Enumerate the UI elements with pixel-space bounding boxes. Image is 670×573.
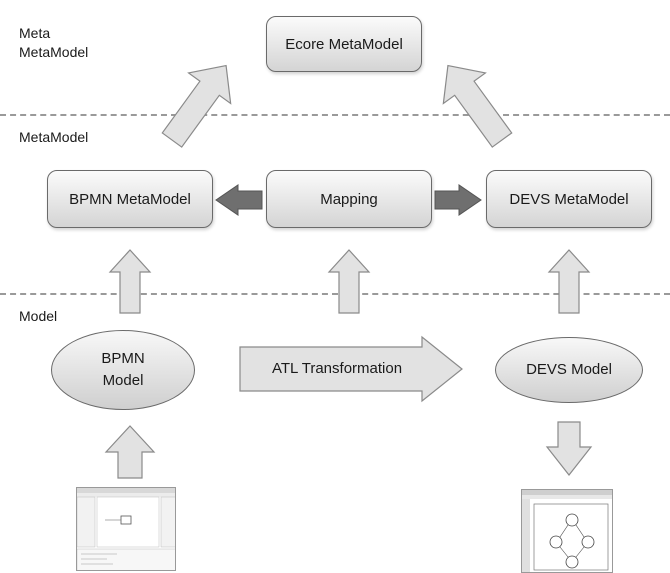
arrow-devs-to-ecore	[442, 64, 513, 148]
node-ecore-metamodel: Ecore MetaModel	[266, 16, 422, 72]
bpmn-editor-thumbnail	[76, 487, 176, 571]
atl-transformation-arrow	[239, 335, 463, 403]
atl-transformation-label: ATL Transformation	[272, 360, 403, 377]
node-devs-metamodel: DEVS MetaModel	[486, 170, 652, 228]
devs-editor-thumbnail	[521, 489, 613, 573]
layer-label-meta-metamodel: Meta MetaModel	[19, 24, 88, 62]
layer-separator-top	[0, 114, 670, 116]
devs-editor-thumbnail-drawing	[522, 490, 612, 572]
arrow-model-to-mapping	[327, 249, 371, 314]
layer-label-model: Model	[19, 308, 58, 324]
bpmn-model-line2: Model	[102, 372, 144, 389]
node-devs-model: DEVS Model	[495, 337, 643, 403]
node-mapping: Mapping	[266, 170, 432, 228]
layer-label-metamodel: MetaModel	[19, 129, 89, 145]
layer-separator-bottom	[0, 293, 670, 295]
layer-label-meta-line2: MetaModel	[19, 44, 89, 60]
node-bpmn-metamodel: BPMN MetaModel	[47, 170, 213, 228]
arrow-devs-model-to-metamodel	[547, 249, 591, 314]
arrow-bpmn-to-ecore	[161, 64, 232, 148]
bpmn-model-line1: BPMN	[101, 350, 145, 367]
arrow-mapping-to-devs	[434, 184, 482, 216]
arrow-thumbnail-to-bpmn-model	[104, 425, 156, 479]
arrow-devs-model-to-thumbnail	[545, 421, 593, 476]
layer-label-meta-line1: Meta	[19, 25, 51, 41]
arrow-mapping-to-bpmn	[215, 184, 263, 216]
node-bpmn-model: BPMN Model	[51, 330, 195, 410]
bpmn-editor-thumbnail-drawing	[77, 488, 175, 570]
arrow-bpmn-model-to-metamodel	[108, 249, 152, 314]
